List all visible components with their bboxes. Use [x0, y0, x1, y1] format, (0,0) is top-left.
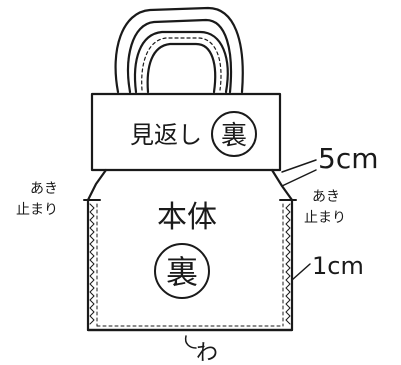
- left-zigzag: [89, 203, 95, 325]
- measure-leaders: [184, 159, 317, 349]
- body-outline: [86, 168, 294, 332]
- bag-body: [86, 168, 294, 332]
- right-opening-stop-label-line1: あき: [312, 189, 340, 205]
- right-opening-stop-label-line2: 止まり: [304, 210, 346, 226]
- left-opening-stop-label-line2: 止まり: [16, 202, 58, 218]
- fold-label: わ: [196, 341, 218, 365]
- side-measurement-label: 1cm: [312, 252, 364, 280]
- bag-handles: [114, 6, 244, 94]
- stitch-lines: [96, 203, 284, 327]
- top-measurement-label: 5cm: [318, 142, 378, 175]
- side-measure-leader: [291, 263, 311, 281]
- body-side-mark: 裏: [166, 253, 198, 291]
- fold-leader: [184, 335, 197, 349]
- right-zigzag: [285, 203, 291, 325]
- facing-label: 見返し: [130, 121, 202, 149]
- left-opening-stop-label-line1: あき: [30, 181, 58, 197]
- facing-band: [90, 92, 282, 172]
- handle-front: [133, 30, 229, 94]
- top-measure-leader: [281, 159, 317, 187]
- body-side-circle: [154, 243, 210, 299]
- body-label: 本体: [157, 200, 217, 235]
- zigzag-edges: [89, 203, 291, 325]
- facing-side-circle: [211, 111, 257, 157]
- facing-side-mark: 裏: [221, 121, 247, 151]
- handle-back: [114, 6, 244, 94]
